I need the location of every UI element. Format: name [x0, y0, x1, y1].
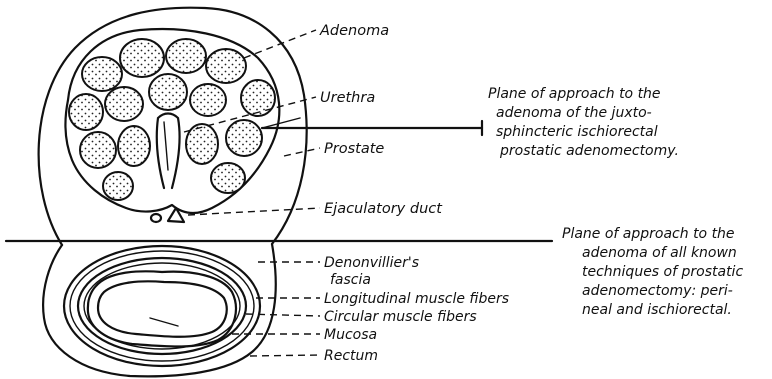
note-juxta-line: adenoma of the juxto-	[496, 105, 652, 121]
label-mucosa: Mucosa	[324, 327, 377, 343]
note-all-line: techniques of prostatic	[582, 264, 743, 280]
note-juxta-line: prostatic adenomectomy.	[499, 143, 679, 159]
note-juxta-line: Plane of approach to the	[488, 86, 661, 102]
leader-prostate	[284, 148, 320, 156]
note-all-line: adenoma of all known	[582, 245, 737, 261]
note-all-line: neal and ischiorectal.	[582, 302, 732, 318]
note-all-line: Plane of approach to the	[562, 226, 735, 242]
longitudinal-muscle-outer	[64, 246, 260, 366]
note-juxtasphincteric: Plane of approach to the adenoma of the …	[488, 86, 679, 159]
note-all-techniques: Plane of approach to the adenoma of all …	[562, 226, 743, 318]
urethra-slit	[164, 122, 168, 170]
mucosa-inner	[98, 281, 227, 336]
plane-pointer	[262, 118, 300, 128]
label-denonvillier-line1: Denonvillier's	[324, 255, 419, 271]
label-circular-muscle: Circular muscle fibers	[324, 309, 477, 325]
adenoma-lobules	[69, 39, 275, 200]
urethra	[157, 114, 180, 189]
label-denonvillier-line2: fascia	[330, 272, 371, 288]
label-ejaculatory-duct: Ejaculatory duct	[324, 201, 443, 217]
label-longitudinal-muscle: Longitudinal muscle fibers	[324, 291, 509, 307]
leader-circular	[246, 314, 320, 316]
note-juxta-line: sphincteric ischiorectal	[496, 124, 658, 140]
label-adenoma: Adenoma	[319, 23, 389, 39]
note-all-line: adenomectomy: peri-	[582, 283, 733, 299]
label-urethra: Urethra	[320, 90, 375, 106]
ejaculatory-duct-left	[151, 214, 161, 222]
label-prostate: Prostate	[324, 141, 384, 157]
leader-rectum	[250, 355, 320, 356]
rectal-lumen	[150, 318, 178, 326]
label-rectum: Rectum	[324, 348, 378, 364]
